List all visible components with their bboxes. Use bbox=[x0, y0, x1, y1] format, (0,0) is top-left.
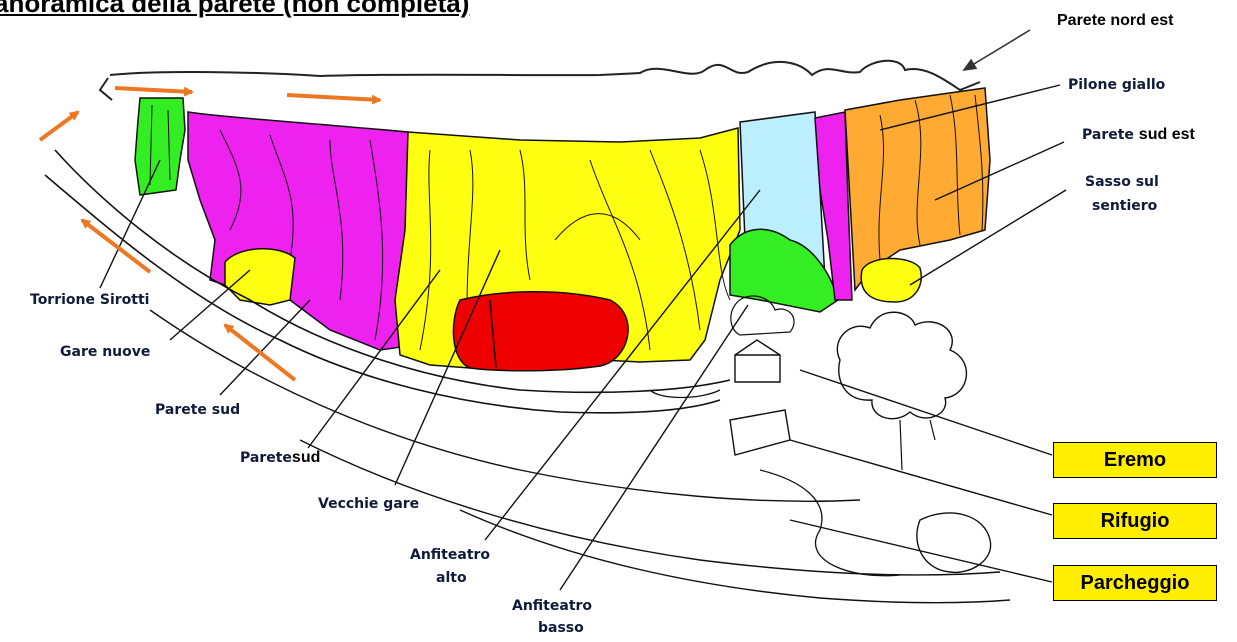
eremo-building bbox=[735, 340, 780, 382]
label-parete-word: Parete bbox=[1082, 127, 1134, 143]
label-parete-sud: Parete sud bbox=[155, 400, 240, 420]
label-anfiteatro-basso-1: Anfiteatro bbox=[512, 596, 592, 616]
box-rifugio[interactable]: Rifugio bbox=[1053, 503, 1217, 539]
region-pilone-giallo bbox=[845, 88, 990, 290]
label-parete-word-2: Parete bbox=[240, 450, 292, 466]
box-parcheggio[interactable]: Parcheggio bbox=[1053, 565, 1217, 601]
box-eremo[interactable]: Eremo bbox=[1053, 442, 1217, 478]
label-parete-nord-est: Parete nord est bbox=[1057, 12, 1173, 30]
arrow-1 bbox=[40, 112, 78, 140]
label-parete-sud-est: Parete sud est bbox=[1082, 125, 1195, 145]
arrow-5 bbox=[225, 325, 295, 380]
label-gare-nuove: Gare nuove bbox=[60, 342, 150, 362]
arrow-nord-est bbox=[964, 30, 1030, 70]
rifugio-building bbox=[730, 410, 790, 455]
terrain-line-5 bbox=[460, 510, 1010, 603]
region-torrione-sirotti bbox=[135, 98, 185, 195]
label-vecchie-gare: Vecchie gare bbox=[318, 494, 419, 514]
label-sud-suffix: sud bbox=[292, 449, 320, 466]
ridge-line bbox=[110, 61, 980, 90]
label-sasso-line1: Sasso sul bbox=[1085, 172, 1159, 192]
label-anfiteatro-alto-1: Anfiteatro bbox=[410, 545, 490, 565]
parking-shape bbox=[917, 513, 991, 572]
arrow-2 bbox=[115, 88, 192, 92]
label-anfiteatro-alto-2: alto bbox=[436, 568, 467, 588]
label-parete-sud-2: Paretesud bbox=[240, 448, 320, 468]
label-anfiteatro-basso-2: basso bbox=[538, 618, 584, 638]
region-gare-nuove-small bbox=[225, 249, 295, 305]
region-sasso-sul-sentiero bbox=[861, 258, 921, 302]
label-sasso-line2: sentiero bbox=[1092, 196, 1157, 216]
label-pilone-giallo: Pilone giallo bbox=[1068, 75, 1165, 95]
arrow-3 bbox=[287, 95, 380, 100]
region-gare-nuove-west bbox=[188, 112, 415, 350]
arrow-4 bbox=[82, 220, 150, 272]
label-sud-est-suffix: sud est bbox=[1139, 126, 1195, 143]
label-torrione-sirotti: Torrione Sirotti bbox=[30, 290, 149, 310]
region-red-block bbox=[453, 292, 628, 371]
tree-cluster bbox=[837, 312, 966, 418]
